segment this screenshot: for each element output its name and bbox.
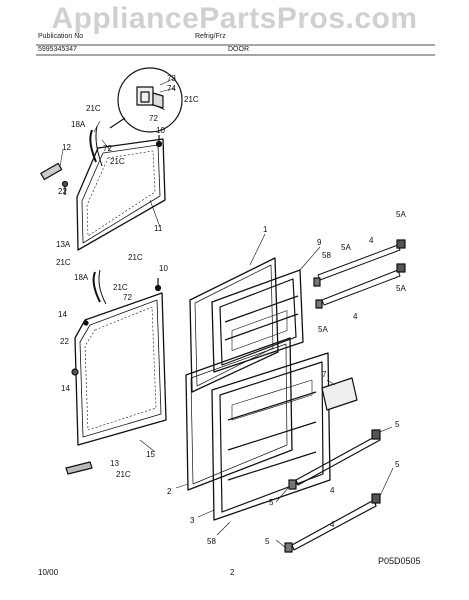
callout-4-d: 4 — [330, 520, 335, 529]
detail-inset-circle — [109, 67, 183, 133]
callout-72-b: 72 — [123, 293, 132, 302]
callout-4-c: 4 — [330, 486, 335, 495]
callout-18a-a: 18A — [71, 120, 86, 129]
publication-number: 5995345347 — [38, 46, 77, 53]
fresh-food-door-gasket — [74, 292, 167, 446]
callout-5-b: 5 — [395, 460, 400, 469]
callout-21c-a: 21C — [86, 104, 101, 113]
callout-72-inset: 72 — [149, 114, 158, 123]
callout-14-b: 14 — [61, 384, 70, 393]
callout-1: 1 — [263, 225, 268, 234]
callout-21c-c: 21C — [56, 258, 71, 267]
publication-label: Publication No — [38, 33, 84, 40]
callout-4-a: 4 — [369, 236, 374, 245]
callout-5a-c: 5A — [318, 325, 328, 334]
callout-13: 13 — [110, 459, 119, 468]
watermark: AppliancePartsPros.com — [51, 2, 418, 35]
callout-9: 9 — [317, 238, 322, 247]
product-label: Refrig/Frz — [195, 33, 226, 40]
callout-5a-a: 5A — [341, 243, 351, 252]
callout-22-b: 22 — [60, 337, 69, 346]
callout-18a-b: 18A — [74, 273, 89, 282]
section-title: DOOR — [228, 46, 249, 53]
callout-14-a: 14 — [58, 310, 67, 319]
freezer-door-liner — [211, 269, 304, 373]
callout-73: 73 — [167, 74, 176, 83]
callout-11: 11 — [154, 224, 163, 233]
callout-3: 3 — [190, 516, 195, 525]
footer-date: 10/00 — [38, 568, 59, 577]
callout-4-b: 4 — [353, 312, 358, 321]
callout-22-a: 22 — [58, 187, 67, 196]
callout-12: 12 — [62, 143, 71, 152]
callout-58-b: 58 — [207, 537, 216, 546]
callout-21c-e: 21C — [113, 283, 128, 292]
callout-10-b: 10 — [159, 264, 168, 273]
footer-page: 2 — [230, 568, 235, 577]
callout-13a: 13A — [56, 240, 71, 249]
callout-2: 2 — [167, 487, 172, 496]
callout-5-c: 5 — [269, 498, 274, 507]
callout-72-a: 72 — [103, 144, 112, 153]
callout-74: 74 — [167, 84, 176, 93]
callout-21c-d: 21C — [128, 253, 143, 262]
callout-21c-f: 21C — [116, 470, 131, 479]
callout-5-d: 5 — [265, 537, 270, 546]
callout-15: 15 — [146, 450, 155, 459]
callout-5a-b: 5A — [396, 210, 406, 219]
callout-58-a: 58 — [322, 251, 331, 260]
callout-10-a: 10 — [156, 126, 165, 135]
callout-5a-d: 5A — [396, 284, 406, 293]
footer-diagram-code: P05D0505 — [378, 556, 421, 566]
freezer-door-gasket — [76, 138, 166, 251]
fresh-food-door-liner — [211, 352, 331, 521]
callout-5-a: 5 — [395, 420, 400, 429]
callout-21c-top: 21C — [184, 95, 199, 104]
callout-7: 7 — [322, 370, 327, 379]
callout-21c-b: 21C — [110, 157, 125, 166]
